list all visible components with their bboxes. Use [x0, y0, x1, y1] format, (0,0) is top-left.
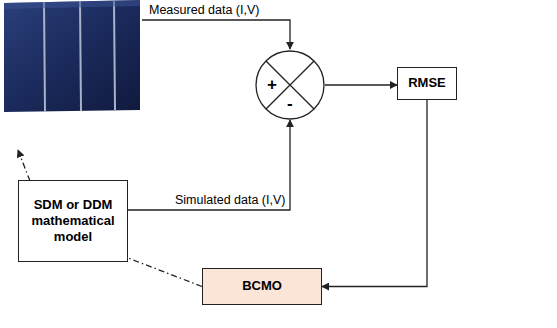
signal-label: Measured data (I,V)	[148, 3, 260, 18]
process-box: RMSE	[397, 67, 457, 100]
box-text: RMSE	[408, 75, 446, 91]
measured-line	[142, 20, 290, 49]
connector	[322, 100, 427, 287]
box-text: SDM or DDM mathematical model	[25, 197, 121, 246]
summing-junction: +-	[255, 50, 325, 120]
box-text: BCMO	[242, 278, 282, 294]
connector	[128, 258, 202, 287]
connector	[325, 84, 397, 85]
optimizer-box: BCMO	[202, 268, 322, 305]
minus-sign: -	[287, 95, 293, 112]
model-feedback-arrow	[18, 150, 30, 181]
connector	[128, 120, 290, 210]
solar-cell	[4, 0, 140, 112]
model-box: SDM or DDM mathematical model	[18, 180, 128, 262]
plus-sign: +	[267, 76, 277, 93]
edge-label: Simulated data (I,V)	[174, 193, 286, 208]
